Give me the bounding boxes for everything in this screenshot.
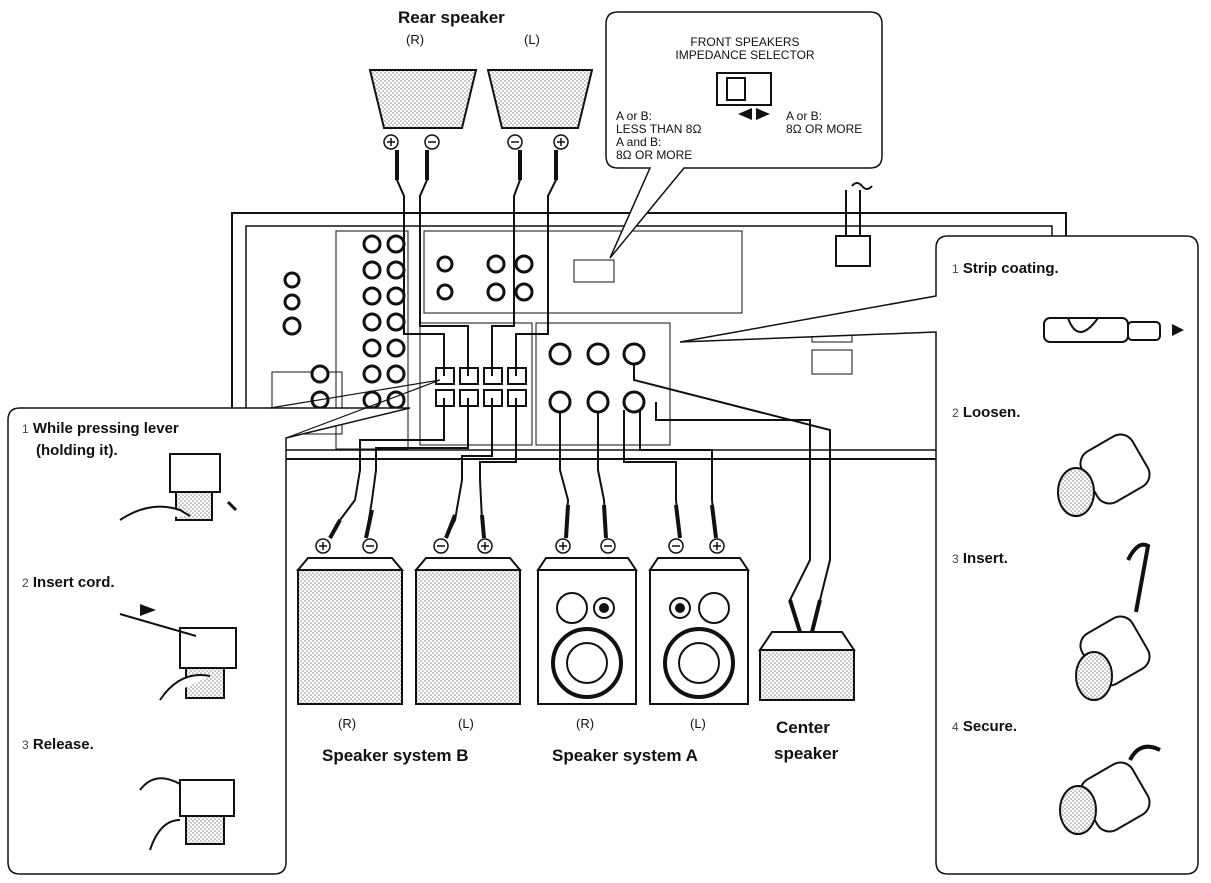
right-step-3: 3 Insert. [952, 550, 1008, 567]
rear-speaker-right [368, 69, 478, 129]
center-label-line1: Center [776, 718, 830, 737]
rear-speaker-title: Rear speaker [398, 8, 505, 27]
selector-right-line1: A or B: [786, 109, 823, 123]
left-step-1-text: While pressing lever [32, 420, 179, 437]
sysa-left-label: (L) [690, 716, 706, 731]
left-step-1-num: 1 [22, 422, 29, 436]
selector-title-line2: IMPEDANCE SELECTOR [675, 48, 815, 62]
speaker-b-right [295, 557, 405, 705]
center-label-line2: speaker [774, 744, 839, 763]
rear-left-label: (L) [524, 32, 540, 47]
right-step-1-num: 1 [952, 262, 959, 276]
speaker-system-a-label: Speaker system A [552, 746, 698, 765]
right-step-4-text: Secure. [962, 718, 1018, 735]
left-step-3: 3 Release. [22, 736, 94, 753]
power-cord [835, 182, 873, 267]
sysa-right-label: (R) [576, 716, 595, 731]
speaker-b-left [413, 557, 523, 705]
sysb-left-label: (L) [458, 716, 474, 731]
wire-jackets [328, 150, 822, 633]
sysb-right-label: (R) [338, 716, 357, 731]
speaker-system-b-label: Speaker system B [322, 746, 469, 765]
right-step-2-num: 2 [952, 406, 959, 420]
left-step-1: 1 While pressing lever [22, 420, 179, 437]
left-step-2-text: Insert cord. [32, 574, 115, 591]
right-step-1: 1 Strip coating. [952, 260, 1059, 277]
rear-right-label: (R) [406, 32, 425, 47]
left-step-2-num: 2 [22, 576, 29, 590]
center-speaker [758, 631, 856, 701]
selector-left-line2: LESS THAN 8Ω [616, 122, 702, 136]
selector-left-line4: 8Ω OR MORE [616, 148, 693, 162]
selector-left-line3: A and B: [616, 135, 662, 149]
right-step-1-text: Strip coating. [962, 260, 1059, 277]
lever-steps-panel [7, 379, 441, 875]
rear-speaker-left [486, 69, 594, 129]
left-step-2: 2 Insert cord. [22, 574, 115, 591]
right-step-2-text: Loosen. [962, 404, 1021, 421]
right-step-2: 2 Loosen. [952, 404, 1020, 421]
speaker-a-right [536, 557, 638, 705]
selector-title-line1: FRONT SPEAKERS [690, 35, 800, 49]
impedance-selector-callout [605, 11, 883, 259]
terminal-steps-panel [679, 235, 1199, 875]
right-step-3-text: Insert. [962, 550, 1008, 567]
right-step-4-num: 4 [952, 720, 959, 734]
left-step-3-num: 3 [22, 738, 29, 752]
right-step-4: 4 Secure. [952, 718, 1017, 735]
polarity-marks [315, 134, 725, 554]
left-step-1-cont: (holding it). [36, 442, 118, 459]
speaker-a-left [648, 557, 750, 705]
selector-right-line2: 8Ω OR MORE [786, 122, 863, 136]
left-step-1-cont-text: (holding it). [36, 442, 118, 459]
selector-left-line1: A or B: [616, 109, 653, 123]
left-step-3-text: Release. [32, 736, 94, 753]
right-step-3-num: 3 [952, 552, 959, 566]
